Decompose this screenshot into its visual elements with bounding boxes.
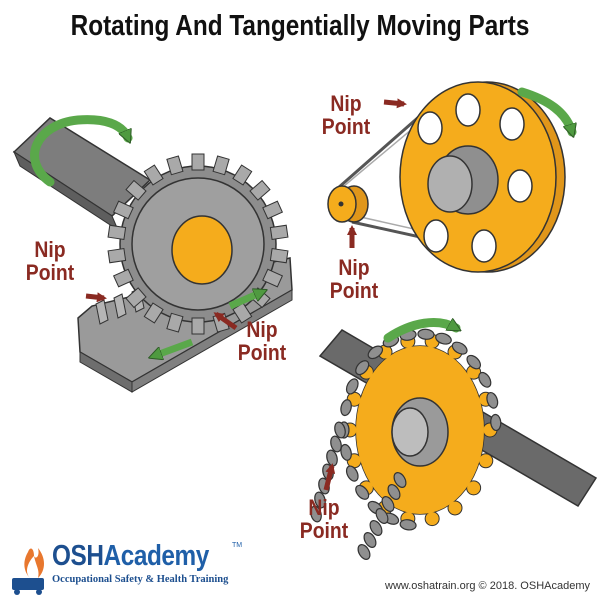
chain-link (435, 332, 452, 345)
sprocket-tooth (424, 511, 440, 527)
gear-and-rack (12, 115, 293, 393)
logo-tagline: Occupational Safety & Health Training (52, 574, 229, 585)
gear-tooth (191, 153, 205, 171)
gear-tooth (125, 179, 147, 201)
chain-link (314, 491, 326, 509)
chain-link (451, 341, 468, 355)
chain-link (399, 519, 417, 531)
chain-link (486, 391, 499, 409)
chain-link (363, 532, 377, 548)
nip-point-label-gear-right: Nip Point (227, 318, 297, 364)
chain-link (357, 544, 371, 560)
chain-link (345, 378, 359, 395)
nip-label-line1: Nip (330, 91, 362, 116)
nip-label-line1: Nip (308, 495, 340, 520)
logo-name-osh: OSH (52, 540, 104, 572)
chain-link (330, 435, 342, 453)
nip-label-line2: Point (321, 114, 371, 139)
gear-tooth (232, 164, 253, 186)
nip-label-line2: Point (299, 518, 349, 543)
chain-link (367, 345, 384, 360)
gear-tooth (107, 248, 127, 264)
sprocket-tooth (466, 480, 482, 496)
nip-point-arrow-icon (323, 463, 336, 491)
logo-name-academy: Academy (103, 540, 210, 572)
direction-arrow-icon (154, 338, 194, 356)
nip-point-label-chain: Nip Point (289, 496, 359, 542)
gear-tooth (262, 268, 284, 288)
chain-link (355, 360, 370, 376)
chain-link (490, 413, 502, 432)
chain-and-sprocket (310, 323, 598, 560)
rotation-arrow-icon (517, 87, 572, 132)
gear-tooth (107, 224, 127, 240)
flame-logo-icon (12, 548, 44, 595)
chain-link (478, 371, 492, 388)
rotation-arrow-icon (383, 323, 456, 343)
nip-point-label-gear-left: Nip Point (15, 238, 85, 284)
page-title: Rotating And Tangentially Moving Parts (70, 10, 530, 42)
nip-point-arrow-icon (213, 311, 238, 331)
chain-link (381, 496, 395, 512)
nip-label-line2: Point (237, 340, 287, 365)
direction-arrow-icon (228, 292, 262, 310)
chain-link (387, 484, 401, 500)
gear-tooth (262, 200, 284, 220)
gear-tooth (143, 164, 164, 186)
chain-link (369, 520, 383, 536)
sprocket-tooth (447, 500, 463, 516)
rotation-arrow-icon (30, 115, 133, 187)
gear-tooth (112, 268, 134, 288)
nip-label-line1: Nip (338, 255, 370, 280)
copyright-credit: www.oshatrain.org © 2018. OSHAcademy (385, 580, 590, 592)
nip-label-line1: Nip (34, 237, 66, 262)
gear (107, 153, 289, 335)
chain-link (393, 472, 407, 488)
gear-tooth (191, 317, 205, 335)
gear-tooth (249, 179, 271, 201)
chain-link (466, 354, 482, 370)
nip-point-label-belt-top: Nip Point (311, 92, 381, 138)
nip-point-arrow-icon (383, 98, 407, 109)
gear-tooth (269, 224, 289, 240)
gear-tooth (112, 200, 134, 220)
chain-link (375, 508, 389, 524)
gear-tooth (143, 302, 164, 324)
chain-link (417, 328, 435, 340)
belt-and-pulley (327, 81, 572, 273)
logo-name: OSHAcademy (52, 540, 209, 573)
gear-tooth (125, 287, 147, 309)
nip-label-line1: Nip (246, 317, 278, 342)
nip-label-line2: Point (329, 278, 379, 303)
gear-tooth (166, 155, 184, 176)
gear-tooth (269, 248, 289, 264)
chain-link (355, 484, 370, 500)
gear-tooth (166, 312, 184, 333)
nip-point-arrow-icon (85, 292, 107, 303)
chain-link (334, 421, 346, 439)
nip-label-line2: Point (25, 260, 75, 285)
logo-trademark: TM (232, 542, 243, 549)
chain-link (345, 465, 359, 482)
chain-link (340, 399, 352, 417)
nip-point-label-belt-bottom: Nip Point (319, 256, 389, 302)
gear-tooth (212, 155, 230, 176)
chain-link (340, 443, 352, 461)
chain-link (310, 505, 322, 523)
osh-academy-logo: OSHAcademy TM Occupational Safety & Heal… (8, 540, 248, 596)
